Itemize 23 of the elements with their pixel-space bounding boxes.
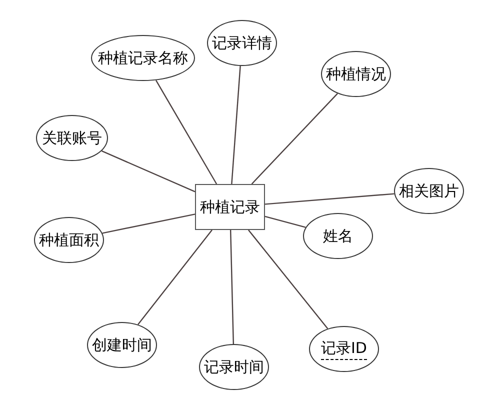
attribute-name: 种植情况: [326, 64, 386, 84]
attribute-name: 记录时间: [204, 358, 264, 376]
attribute-name: 相关图片: [399, 182, 459, 200]
connector-line: [138, 230, 212, 325]
attribute-ellipse: [36, 115, 108, 161]
connector-line: [155, 80, 218, 184]
attribute-name: 关联账号: [42, 128, 102, 148]
connector-line: [230, 230, 234, 344]
attribute-name: 种植记录名称: [98, 48, 188, 68]
connector-line: [251, 93, 338, 184]
connector-line: [231, 66, 241, 184]
entity-name: 种植记录: [200, 198, 260, 216]
connector-line: [264, 193, 394, 205]
attribute-name: 姓名: [323, 226, 353, 246]
attribute-name: 创建时间: [92, 336, 152, 354]
attribute-name: 种植面积: [39, 230, 99, 250]
connector-line: [248, 230, 328, 330]
connector-line: [264, 216, 306, 228]
key-attribute-name: 记录ID: [321, 338, 367, 360]
connector-line: [102, 214, 196, 234]
connector-line: [101, 150, 196, 192]
entity-box: [195, 184, 265, 230]
attribute-name: 记录详情: [212, 34, 272, 52]
